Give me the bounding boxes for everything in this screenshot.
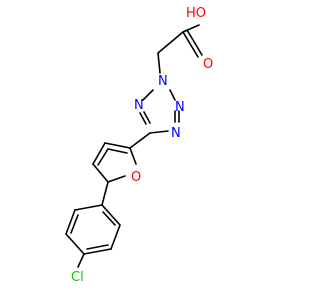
bond-furan-c3-c4-b	[97, 148, 109, 166]
atom-label-tetrazole-n2: N	[158, 74, 168, 89]
bond-tetrazole-furan	[129, 132, 151, 149]
bond-furan-c3-c4-a	[92, 142, 106, 165]
atom-label-layer: HO O N N N N O Cl	[71, 6, 213, 285]
atom-label-tetrazole-n4: N	[171, 126, 181, 141]
bond-ph-c3-c4	[83, 248, 112, 255]
bond-ph-c2-c3	[110, 224, 121, 250]
bond-ph-inner-a	[102, 211, 116, 226]
bond-c-o-double-b	[186, 29, 203, 56]
bond-ph-inner-b	[86, 244, 109, 250]
bond-ph-c4-c5	[65, 233, 85, 255]
atom-label-carbonyl-oxygen: O	[203, 57, 213, 72]
bond-layer	[65, 24, 203, 268]
molecule-structure-diagram: HO O N N N N O Cl	[0, 0, 300, 300]
bond-n1-c5-a	[139, 112, 147, 125]
canvas-background	[0, 0, 300, 300]
bond-ph-c5-c6	[65, 209, 76, 235]
bond-furan-c2-c3-inner	[107, 148, 128, 154]
bond-n1-c5-b	[143, 111, 151, 124]
bond-furan-c4-c5	[92, 163, 109, 183]
bond-ph-c1-c2	[101, 204, 121, 226]
bond-ph-inner-c	[70, 214, 79, 234]
bond-ch2-n	[157, 52, 161, 74]
bond-c5-n4	[149, 130, 169, 134]
bond-furan-o-c2	[129, 147, 137, 165]
bond-ch2-c	[157, 31, 184, 54]
bond-n2-n3	[169, 89, 176, 101]
bond-furan-phenyl	[101, 181, 109, 206]
bond-furan-c2-c3	[104, 142, 131, 149]
bond-c-o-double-a	[182, 31, 199, 58]
atom-label-tetrazole-n1: N	[134, 98, 144, 113]
bond-furan-c5-o	[107, 175, 126, 183]
bond-ph-c6-c1	[74, 204, 103, 211]
bond-ph-cl	[77, 253, 85, 268]
atom-label-hydroxyl: HO	[186, 6, 206, 21]
bond-c-oh	[182, 24, 200, 33]
atom-label-tetrazole-n3: N	[175, 100, 185, 115]
atom-label-chlorine: Cl	[71, 270, 84, 285]
atom-label-furan-oxygen: O	[131, 170, 141, 185]
bond-n2-n1	[142, 89, 154, 101]
